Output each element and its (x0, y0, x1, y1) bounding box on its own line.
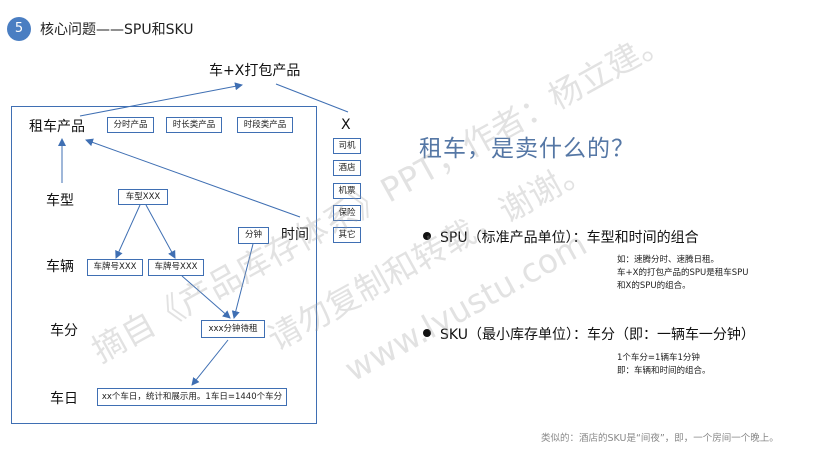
line-x-to-bundle (275, 83, 349, 113)
plate-box: 车牌号XXX (87, 259, 143, 276)
bullet-dot (423, 329, 431, 337)
spu-note: 如：速腾分时、速腾日租。 (617, 255, 720, 265)
spu-note: 和X的SPU的组合。 (617, 281, 691, 291)
page-title: 核心问题——SPU和SKU (40, 22, 194, 38)
x-item-box: 保险 (333, 205, 361, 221)
x-item-box: 司机 (333, 138, 361, 154)
arrow-unit-to-day (191, 339, 229, 386)
bullet-dot (423, 232, 431, 240)
x-item-box: 其它 (333, 227, 361, 243)
arrow-time-to-rent (85, 138, 301, 218)
level-vehicle-label: 车辆 (46, 259, 74, 275)
arrow-rent-to-bundle (79, 82, 243, 117)
sku-note: 1个车分=1辆车1分钟 (617, 353, 700, 363)
arrow-model-to-plate2 (145, 204, 176, 259)
level-model-label: 车型 (46, 193, 74, 209)
bundle-product-label: 车+X打包产品 (209, 63, 301, 79)
spu-note: 车+X的打包产品的SPU是租车SPU (617, 268, 749, 278)
time-label: 时间 (281, 227, 309, 243)
sku-definition: SKU（最小库存单位）：车分（即：一辆车一分钟） (440, 327, 755, 343)
arrow-plate2-to-unit (181, 275, 231, 319)
day-box: xx个车日，统计和展示用。1车日=1440个车分 (97, 388, 287, 406)
model-box: 车型XXX (118, 189, 168, 205)
spu-definition: SPU（标准产品单位）：车型和时间的组合 (440, 230, 699, 246)
section-number-badge: 5 (7, 17, 31, 41)
time-box: 分钟 (238, 227, 269, 244)
level-day-label: 车日 (50, 391, 78, 407)
x-item-box: 机票 (333, 183, 361, 199)
sku-note: 即：车辆和时间的组合。 (617, 366, 711, 376)
arrow-model-to-plate1 (115, 204, 141, 259)
footnote: 类似的：酒店的SKU是“间夜”，即，一个房间一个晚上。 (541, 433, 779, 444)
product-type-box: 时段类产品 (237, 117, 293, 133)
rent-product-label: 租车产品 (29, 119, 85, 135)
rental-product-frame (11, 106, 317, 424)
product-type-box: 分时产品 (107, 117, 154, 133)
x-label: X (341, 117, 351, 133)
main-question: 租车，是卖什么的？ (419, 136, 635, 162)
arrow-time-to-unit (231, 243, 254, 319)
level-unit-label: 车分 (50, 323, 78, 339)
plate-box: 车牌号XXX (148, 259, 204, 276)
unit-box: xxx分钟待租 (201, 320, 265, 338)
x-item-box: 酒店 (333, 160, 361, 176)
product-type-box: 时长类产品 (166, 117, 222, 133)
